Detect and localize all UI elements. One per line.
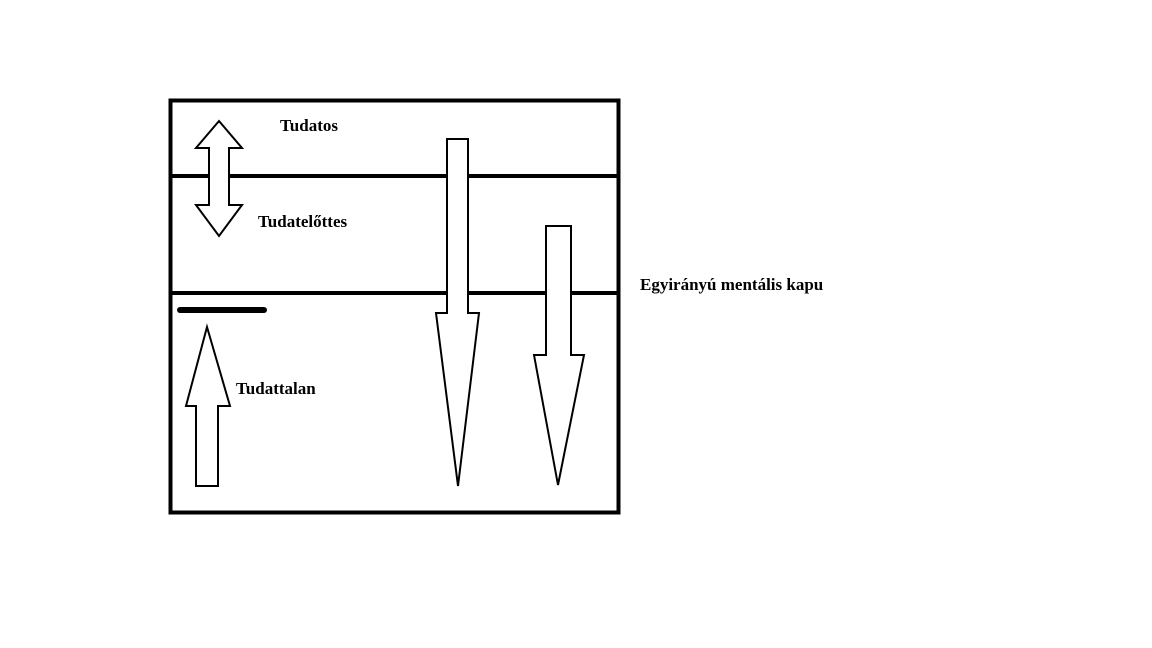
down-arrow-icon-1 [434,138,481,487]
layer-label-preconscious: Tudatelőttes [258,212,348,231]
down-arrow-icon-2 [532,225,586,486]
outer-frame [168,98,621,515]
layer-label-conscious: Tudatos [280,116,338,135]
double-headed-arrow-icon [193,119,245,238]
gate-label: Egyirányú mentális kapu [640,275,824,294]
layer-label-unconscious: Tudattalan [236,379,316,398]
up-arrow-icon [184,323,232,487]
